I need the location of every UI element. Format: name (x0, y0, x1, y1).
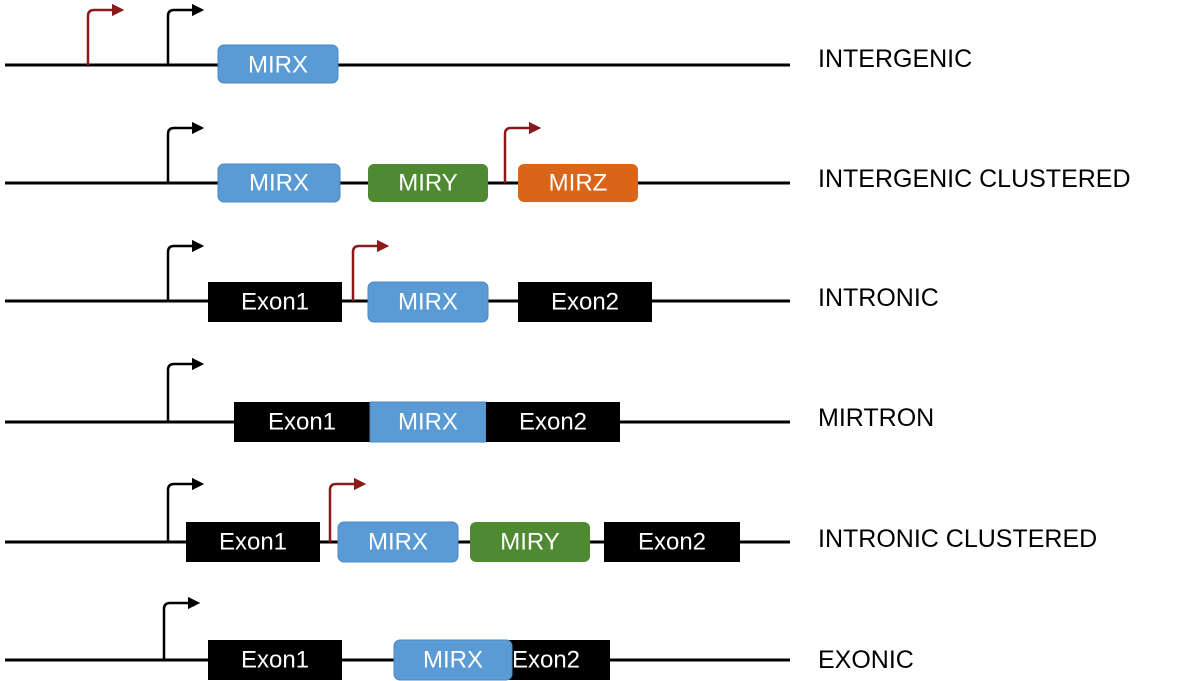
promoter-arrow-primary (166, 239, 205, 301)
exon1-box (186, 522, 320, 562)
row-label-exonic: EXONIC (818, 646, 914, 674)
exon1-label: Exon1 (241, 289, 309, 316)
row-intergenic-clustered: MIRX MIRY MIRZ INTERGENIC CLUSTERED (5, 121, 1131, 203)
mirx-label: MIRX (368, 529, 428, 556)
row-label-intronic-clustered: INTRONIC CLUSTERED (818, 525, 1097, 553)
exon1-box (234, 402, 370, 442)
row-intronic: Exon1 MIRX Exon2 INTRONIC (5, 239, 939, 323)
promoter-arrow-secondary (503, 121, 542, 183)
mirz-box (518, 164, 638, 202)
mirx-label: MIRX (248, 52, 308, 79)
miry-box (368, 164, 488, 202)
row-mirtron: Exon1 MIRX Exon2 MIRTRON (5, 357, 934, 443)
promoter-arrow-secondary (86, 3, 125, 65)
exon1-box (208, 282, 342, 322)
promoter-arrow-primary (166, 3, 205, 65)
mirx-box (393, 639, 513, 681)
promoter-arrow-primary (166, 357, 205, 422)
mirz-label: MIRZ (549, 170, 608, 197)
exon2-label: Exon2 (551, 289, 619, 316)
exon2-label: Exon2 (512, 647, 580, 674)
promoter-arrow-secondary (351, 239, 390, 301)
promoter-arrow-primary (162, 596, 201, 660)
exon2-label: Exon2 (638, 529, 706, 556)
mirx-box (217, 44, 339, 84)
exon1-label: Exon1 (219, 529, 287, 556)
promoter-arrow-secondary (328, 477, 367, 542)
miry-label: MIRY (398, 170, 458, 197)
promoter-arrow-primary (166, 121, 205, 183)
miry-box (470, 522, 590, 562)
mirx-box (217, 163, 341, 203)
miry-label: MIRY (500, 529, 560, 556)
promoter-arrow-primary (166, 477, 205, 542)
mirx-label: MIRX (398, 409, 458, 436)
row-label-intergenic-clustered: INTERGENIC CLUSTERED (818, 165, 1131, 193)
row-intronic-clustered: Exon1 MIRX MIRY Exon2 INTRONIC CLUSTERED (5, 477, 1097, 563)
row-label-intronic: INTRONIC (818, 284, 939, 312)
exon2-box (518, 282, 652, 322)
mirx-label: MIRX (423, 647, 483, 674)
row-label-intergenic: INTERGENIC (818, 45, 972, 73)
mirx-box (369, 401, 487, 443)
exon2-box (486, 402, 620, 442)
mirx-label: MIRX (398, 289, 458, 316)
mirx-box (337, 521, 459, 563)
exon2-box (604, 522, 740, 562)
exon1-box (208, 640, 342, 680)
row-label-mirtron: MIRTRON (818, 404, 934, 432)
mirx-box (367, 281, 489, 323)
row-intergenic: MIRX INTERGENIC (5, 3, 972, 84)
exon1-label: Exon1 (268, 409, 336, 436)
exon2-label: Exon2 (519, 409, 587, 436)
exon1-label: Exon1 (241, 647, 309, 674)
row-exonic: Exon1 Exon2 MIRX EXONIC (5, 596, 914, 681)
mirx-label: MIRX (249, 170, 309, 197)
